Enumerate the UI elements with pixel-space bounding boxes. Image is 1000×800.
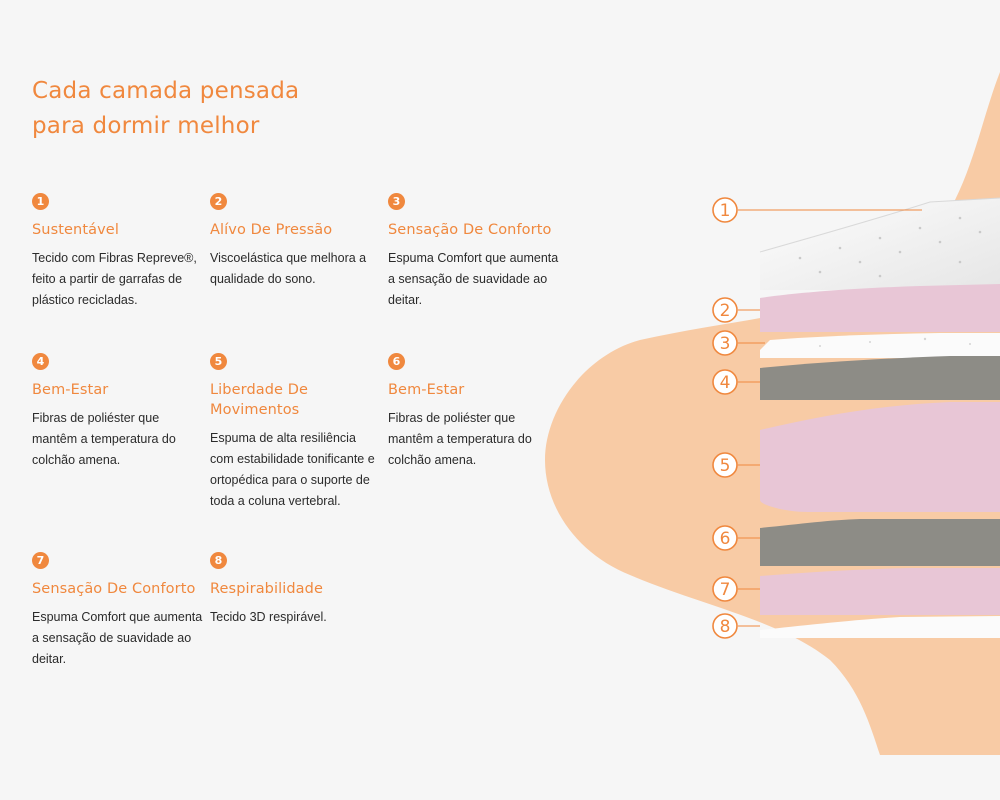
- feature-item-5: 5 Liberdade De Movimentos Espuma de alta…: [210, 353, 382, 512]
- callout-circle-1: [712, 197, 738, 223]
- feature-title: Alívo De Pressão: [210, 222, 333, 238]
- feature-description: Fibras de poliéster que mantêm a tempera…: [388, 411, 532, 467]
- feature-description: Espuma Comfort que aumenta a sensação de…: [32, 610, 203, 666]
- feature-number-badge: 8: [210, 552, 227, 569]
- callout-circle-6: [712, 525, 738, 551]
- page-title: Cada camada pensada para dormir melhor: [32, 74, 452, 144]
- callout-circle-4: [712, 369, 738, 395]
- feature-item-1: 1 Sustentável Tecido com Fibras Repreve®…: [32, 193, 204, 311]
- feature-number-badge: 6: [388, 353, 405, 370]
- mattress-layer-1: [759, 197, 1000, 290]
- mattress-layer-6: [760, 519, 1000, 566]
- feature-item-7: 7 Sensação De Conforto Espuma Comfort qu…: [32, 552, 204, 670]
- mattress-layer-8: [760, 616, 1000, 638]
- feature-number-badge: 1: [32, 193, 49, 210]
- feature-title: Respirabilidade: [210, 581, 323, 597]
- feature-description: Tecido com Fibras Repreve®, feito a part…: [32, 251, 197, 307]
- feature-number-badge: 7: [32, 552, 49, 569]
- feature-description: Tecido 3D respirável.: [210, 610, 327, 624]
- callout-circle-8: [712, 613, 738, 639]
- callout-number-5: 5: [720, 456, 731, 476]
- mattress-layer-3: [760, 333, 1000, 358]
- callout-number-6: 6: [720, 529, 731, 549]
- feature-description: Espuma Comfort que aumenta a sensação de…: [388, 251, 559, 307]
- callout-number-3: 3: [720, 334, 731, 354]
- callout-number-7: 7: [720, 580, 731, 600]
- feature-title: Sensação De Conforto: [388, 222, 552, 238]
- feature-title: Sustentável: [32, 222, 119, 238]
- page-title-line-2: para dormir melhor: [32, 113, 260, 139]
- mattress-layer-4: [760, 356, 1000, 400]
- feature-description: Espuma de alta resiliência com estabilid…: [210, 431, 375, 508]
- callout-number-1: 1: [720, 201, 731, 221]
- feature-number-badge: 5: [210, 353, 227, 370]
- feature-title: Sensação De Conforto: [32, 581, 196, 597]
- feature-item-6: 6 Bem-Estar Fibras de poliéster que mant…: [388, 353, 560, 471]
- callout-circle-2: [712, 297, 738, 323]
- feature-title: Bem-Estar: [388, 382, 465, 398]
- feature-title: Liberdade De Movimentos: [210, 382, 309, 418]
- callout-circle-3: [712, 330, 738, 356]
- mattress-layer-5: [760, 402, 1000, 512]
- feature-item-8: 8 Respirabilidade Tecido 3D respirável.: [210, 552, 382, 628]
- feature-item-3: 3 Sensação De Conforto Espuma Comfort qu…: [388, 193, 560, 311]
- callout-number-2: 2: [720, 301, 731, 321]
- feature-item-4: 4 Bem-Estar Fibras de poliéster que mant…: [32, 353, 204, 471]
- feature-item-2: 2 Alívo De Pressão Viscoelástica que mel…: [210, 193, 382, 290]
- callout-number-4: 4: [720, 373, 731, 393]
- feature-description: Viscoelástica que melhora a qualidade do…: [210, 251, 367, 286]
- feature-title: Bem-Estar: [32, 382, 109, 398]
- feature-description: Fibras de poliéster que mantêm a tempera…: [32, 411, 176, 467]
- feature-number-badge: 3: [388, 193, 405, 210]
- callout-circle-5: [712, 452, 738, 478]
- feature-number-badge: 2: [210, 193, 227, 210]
- page-title-line-1: Cada camada pensada: [32, 78, 300, 104]
- callout-number-8: 8: [720, 617, 731, 637]
- mattress-layer-7: [760, 568, 1000, 615]
- callout-circle-7: [712, 576, 738, 602]
- mattress-layer-2: [760, 284, 1000, 332]
- feature-number-badge: 4: [32, 353, 49, 370]
